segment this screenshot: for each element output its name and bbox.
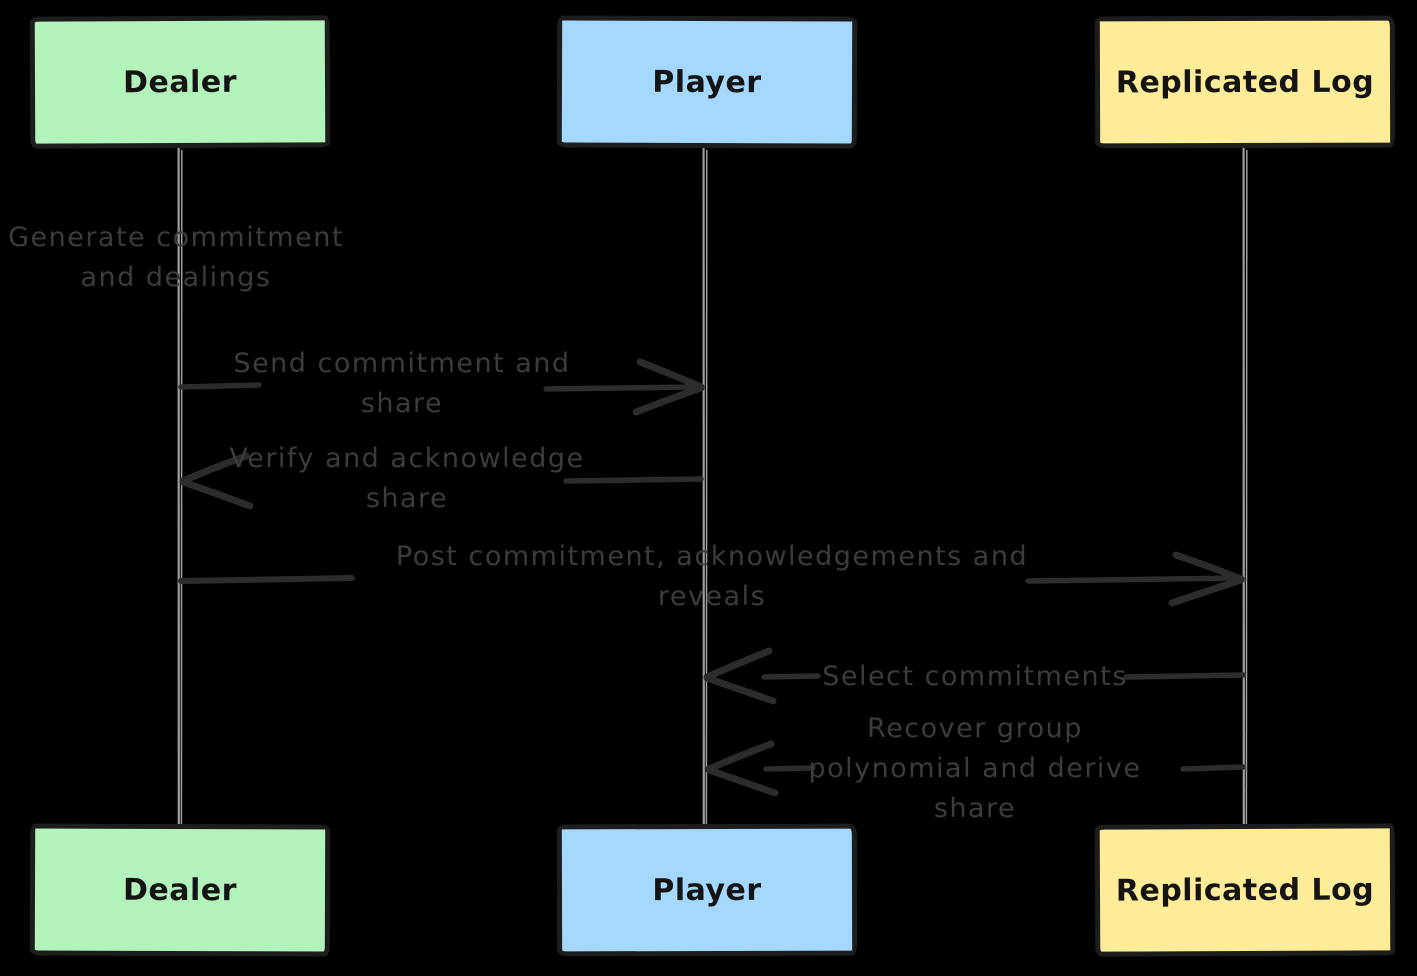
lifeline-player bbox=[702, 145, 708, 829]
arrow-post-commitment-acknowledgements-reveals bbox=[178, 551, 1245, 607]
actor-box-player-top: Player bbox=[556, 15, 858, 149]
message-label-post-commitment-acknowledgements-reveals: Post commitment, acknowledgements and re… bbox=[395, 541, 1029, 612]
actor-label-replicated-log: Replicated Log bbox=[1115, 871, 1375, 909]
actor-label-replicated-log: Replicated Log bbox=[1115, 64, 1375, 100]
actor-label-player: Player bbox=[652, 872, 762, 908]
arrow-recover-group-polynomial-derive-share bbox=[705, 740, 1246, 797]
actor-box-player-bottom: Player bbox=[556, 823, 858, 957]
arrow-verify-and-acknowledge-share bbox=[179, 452, 704, 510]
actor-box-dealer-bottom: Dealer bbox=[29, 823, 331, 957]
actor-box-dealer-top: Dealer bbox=[29, 15, 331, 149]
actor-label-dealer: Dealer bbox=[122, 872, 238, 908]
lifeline-dealer bbox=[177, 145, 183, 829]
lifeline-replicated-log bbox=[1242, 145, 1248, 829]
message-label-recover-group-polynomial-derive-share: Recover group polynomial and derive shar… bbox=[808, 713, 1142, 824]
arrow-send-commitment-and-share bbox=[178, 358, 705, 416]
actor-box-replicated-log-top: Replicated Log bbox=[1094, 15, 1396, 149]
actor-box-replicated-log-bottom: Replicated Log bbox=[1094, 823, 1396, 957]
actor-label-player: Player bbox=[652, 64, 762, 100]
arrow-select-commitments bbox=[703, 647, 1246, 705]
message-label-verify-and-acknowledge-share: Verify and acknowledge share bbox=[229, 443, 585, 514]
message-label-select-commitments: Select commitments bbox=[822, 661, 1128, 692]
message-label-send-commitment-and-share: Send commitment and share bbox=[233, 348, 571, 419]
message-label-generate-commitment: Generate commitment and dealings bbox=[8, 222, 344, 293]
actor-label-dealer: Dealer bbox=[122, 64, 238, 100]
